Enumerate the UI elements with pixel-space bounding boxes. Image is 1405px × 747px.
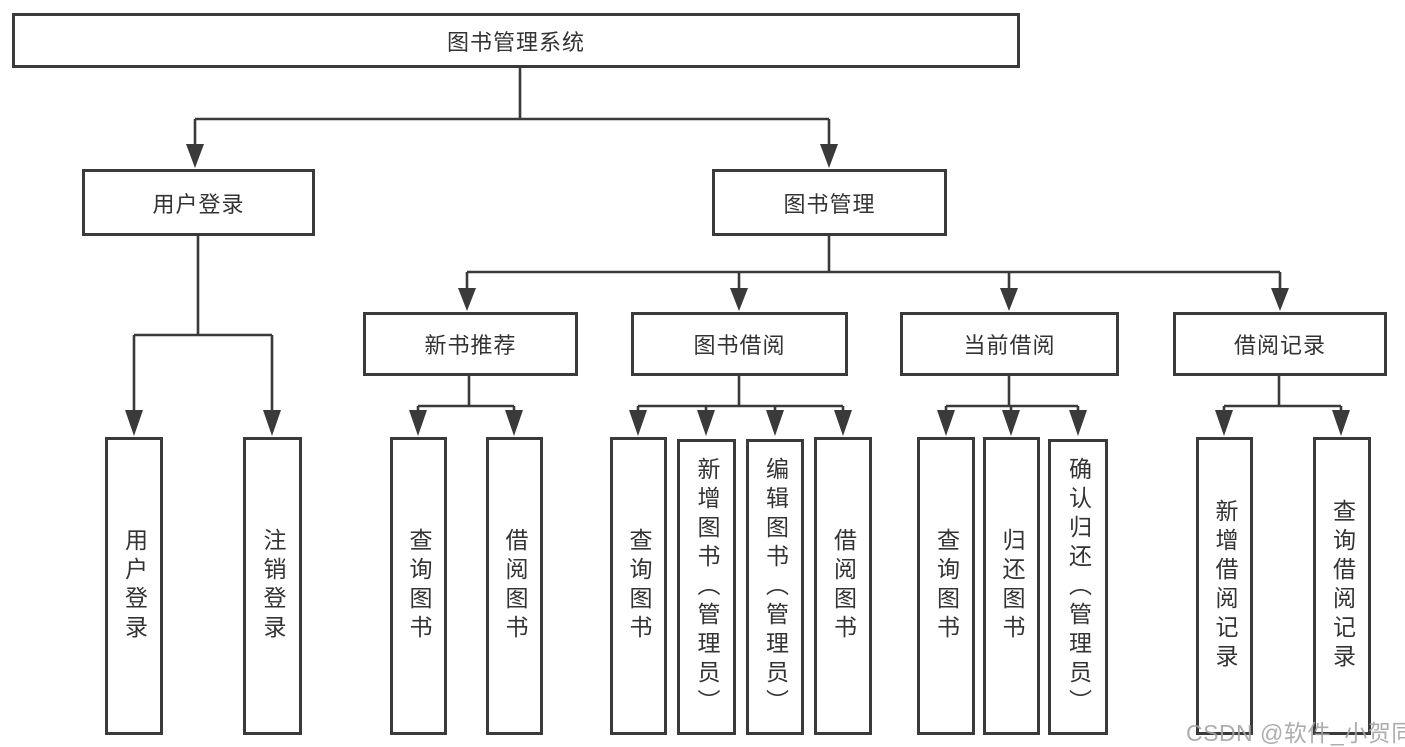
connector-root-to-level2 <box>193 66 831 146</box>
node-leaf-user-login-label: 用户登录 <box>121 528 148 644</box>
node-root: 图书管理系统 <box>12 13 1020 68</box>
arrowhead-leaf-nb-query <box>409 410 427 436</box>
arrowhead-leaf-bb-add <box>697 410 715 436</box>
node-leaf-br-query-record-label: 查询借阅记录 <box>1329 499 1356 673</box>
arrowhead-user-login <box>186 144 204 168</box>
arrowhead-leaf-nb-borrow <box>505 410 523 436</box>
node-leaf-logout: 注销登录 <box>243 437 302 735</box>
arrowhead-book-borrow <box>730 288 748 311</box>
node-leaf-br-add-record: 新增借阅记录 <box>1196 437 1253 735</box>
node-leaf-nb-borrow-books-label: 借阅图书 <box>502 528 528 644</box>
node-leaf-bb-borrow-books-label: 借阅图书 <box>830 528 857 644</box>
node-leaf-bb-query-books: 查询图书 <box>610 437 667 735</box>
arrowhead-leaf-br-query <box>1332 410 1350 436</box>
node-user-login-label: 用户登录 <box>152 191 245 217</box>
arrowhead-leaf-user-login <box>125 410 143 436</box>
node-book-management-label: 图书管理 <box>783 191 876 217</box>
node-leaf-br-query-record: 查询借阅记录 <box>1313 437 1371 735</box>
node-leaf-cb-return-books: 归还图书 <box>983 437 1040 735</box>
node-leaf-nb-borrow-books: 借阅图书 <box>486 437 543 735</box>
arrowhead-leaf-br-add <box>1215 410 1233 436</box>
node-borrow-records: 借阅记录 <box>1173 312 1387 376</box>
arrowhead-leaf-bb-edit <box>766 410 784 436</box>
node-book-borrow: 图书借阅 <box>631 312 848 376</box>
connector-userlogin-to-leaves <box>132 236 274 412</box>
csdn-watermark: CSDN @软件_小贺同学 <box>1186 720 1405 746</box>
node-current-borrow-label: 当前借阅 <box>963 333 1056 358</box>
arrowhead-leaf-logout <box>263 410 281 436</box>
arrowhead-borrow-records <box>1271 288 1289 311</box>
node-leaf-nb-query-books-label: 查询图书 <box>406 528 432 644</box>
connector-newbook-to-leaves <box>416 376 516 412</box>
arrowhead-leaf-cb-return <box>1002 410 1020 436</box>
node-leaf-bb-edit-books-admin: 编辑图书（管理员） <box>746 439 804 735</box>
node-user-login: 用户登录 <box>82 169 315 236</box>
arrowhead-leaf-cb-query <box>937 410 955 436</box>
node-leaf-bb-edit-books-admin-label: 编辑图书（管理员） <box>762 456 789 718</box>
connector-bookborrow-to-leaves <box>636 376 845 412</box>
node-leaf-bb-add-books-admin-label: 新增图书（管理员） <box>694 456 720 718</box>
arrowhead-book-management <box>820 144 838 168</box>
arrowhead-leaf-bb-borrow <box>834 410 852 436</box>
node-root-label: 图书管理系统 <box>446 29 585 55</box>
node-new-book-recommend-label: 新书推荐 <box>424 333 517 358</box>
node-leaf-bb-borrow-books: 借阅图书 <box>814 437 872 735</box>
arrowhead-new-book-recommend <box>458 288 476 311</box>
node-new-book-recommend: 新书推荐 <box>363 312 578 376</box>
node-leaf-cb-confirm-return-admin: 确认归还（管理员） <box>1048 439 1108 735</box>
node-leaf-br-add-record-label: 新增借阅记录 <box>1212 499 1238 673</box>
arrowhead-leaf-bb-query <box>629 410 647 436</box>
node-leaf-bb-add-books-admin: 新增图书（管理员） <box>677 439 736 735</box>
node-leaf-logout-label: 注销登录 <box>260 528 286 644</box>
node-leaf-nb-query-books: 查询图书 <box>390 437 447 735</box>
connector-bookmgmt-to-level3 <box>465 236 1282 290</box>
node-book-borrow-label: 图书借阅 <box>693 333 786 358</box>
node-leaf-cb-query-books-label: 查询图书 <box>933 528 960 644</box>
node-leaf-cb-return-books-label: 归还图书 <box>999 528 1025 644</box>
node-current-borrow: 当前借阅 <box>900 312 1119 376</box>
connector-records-to-leaves <box>1222 376 1343 412</box>
arrowhead-current-borrow <box>1000 288 1018 311</box>
connector-currentborrow-to-leaves <box>944 376 1080 412</box>
node-borrow-records-label: 借阅记录 <box>1233 333 1326 358</box>
node-leaf-cb-confirm-return-admin-label: 确认归还（管理员） <box>1065 456 1092 718</box>
arrowhead-leaf-cb-confirm <box>1069 410 1087 436</box>
node-leaf-user-login: 用户登录 <box>105 437 163 735</box>
node-leaf-cb-query-books: 查询图书 <box>917 437 975 735</box>
node-book-management: 图书管理 <box>712 169 947 236</box>
node-leaf-bb-query-books-label: 查询图书 <box>626 528 652 644</box>
